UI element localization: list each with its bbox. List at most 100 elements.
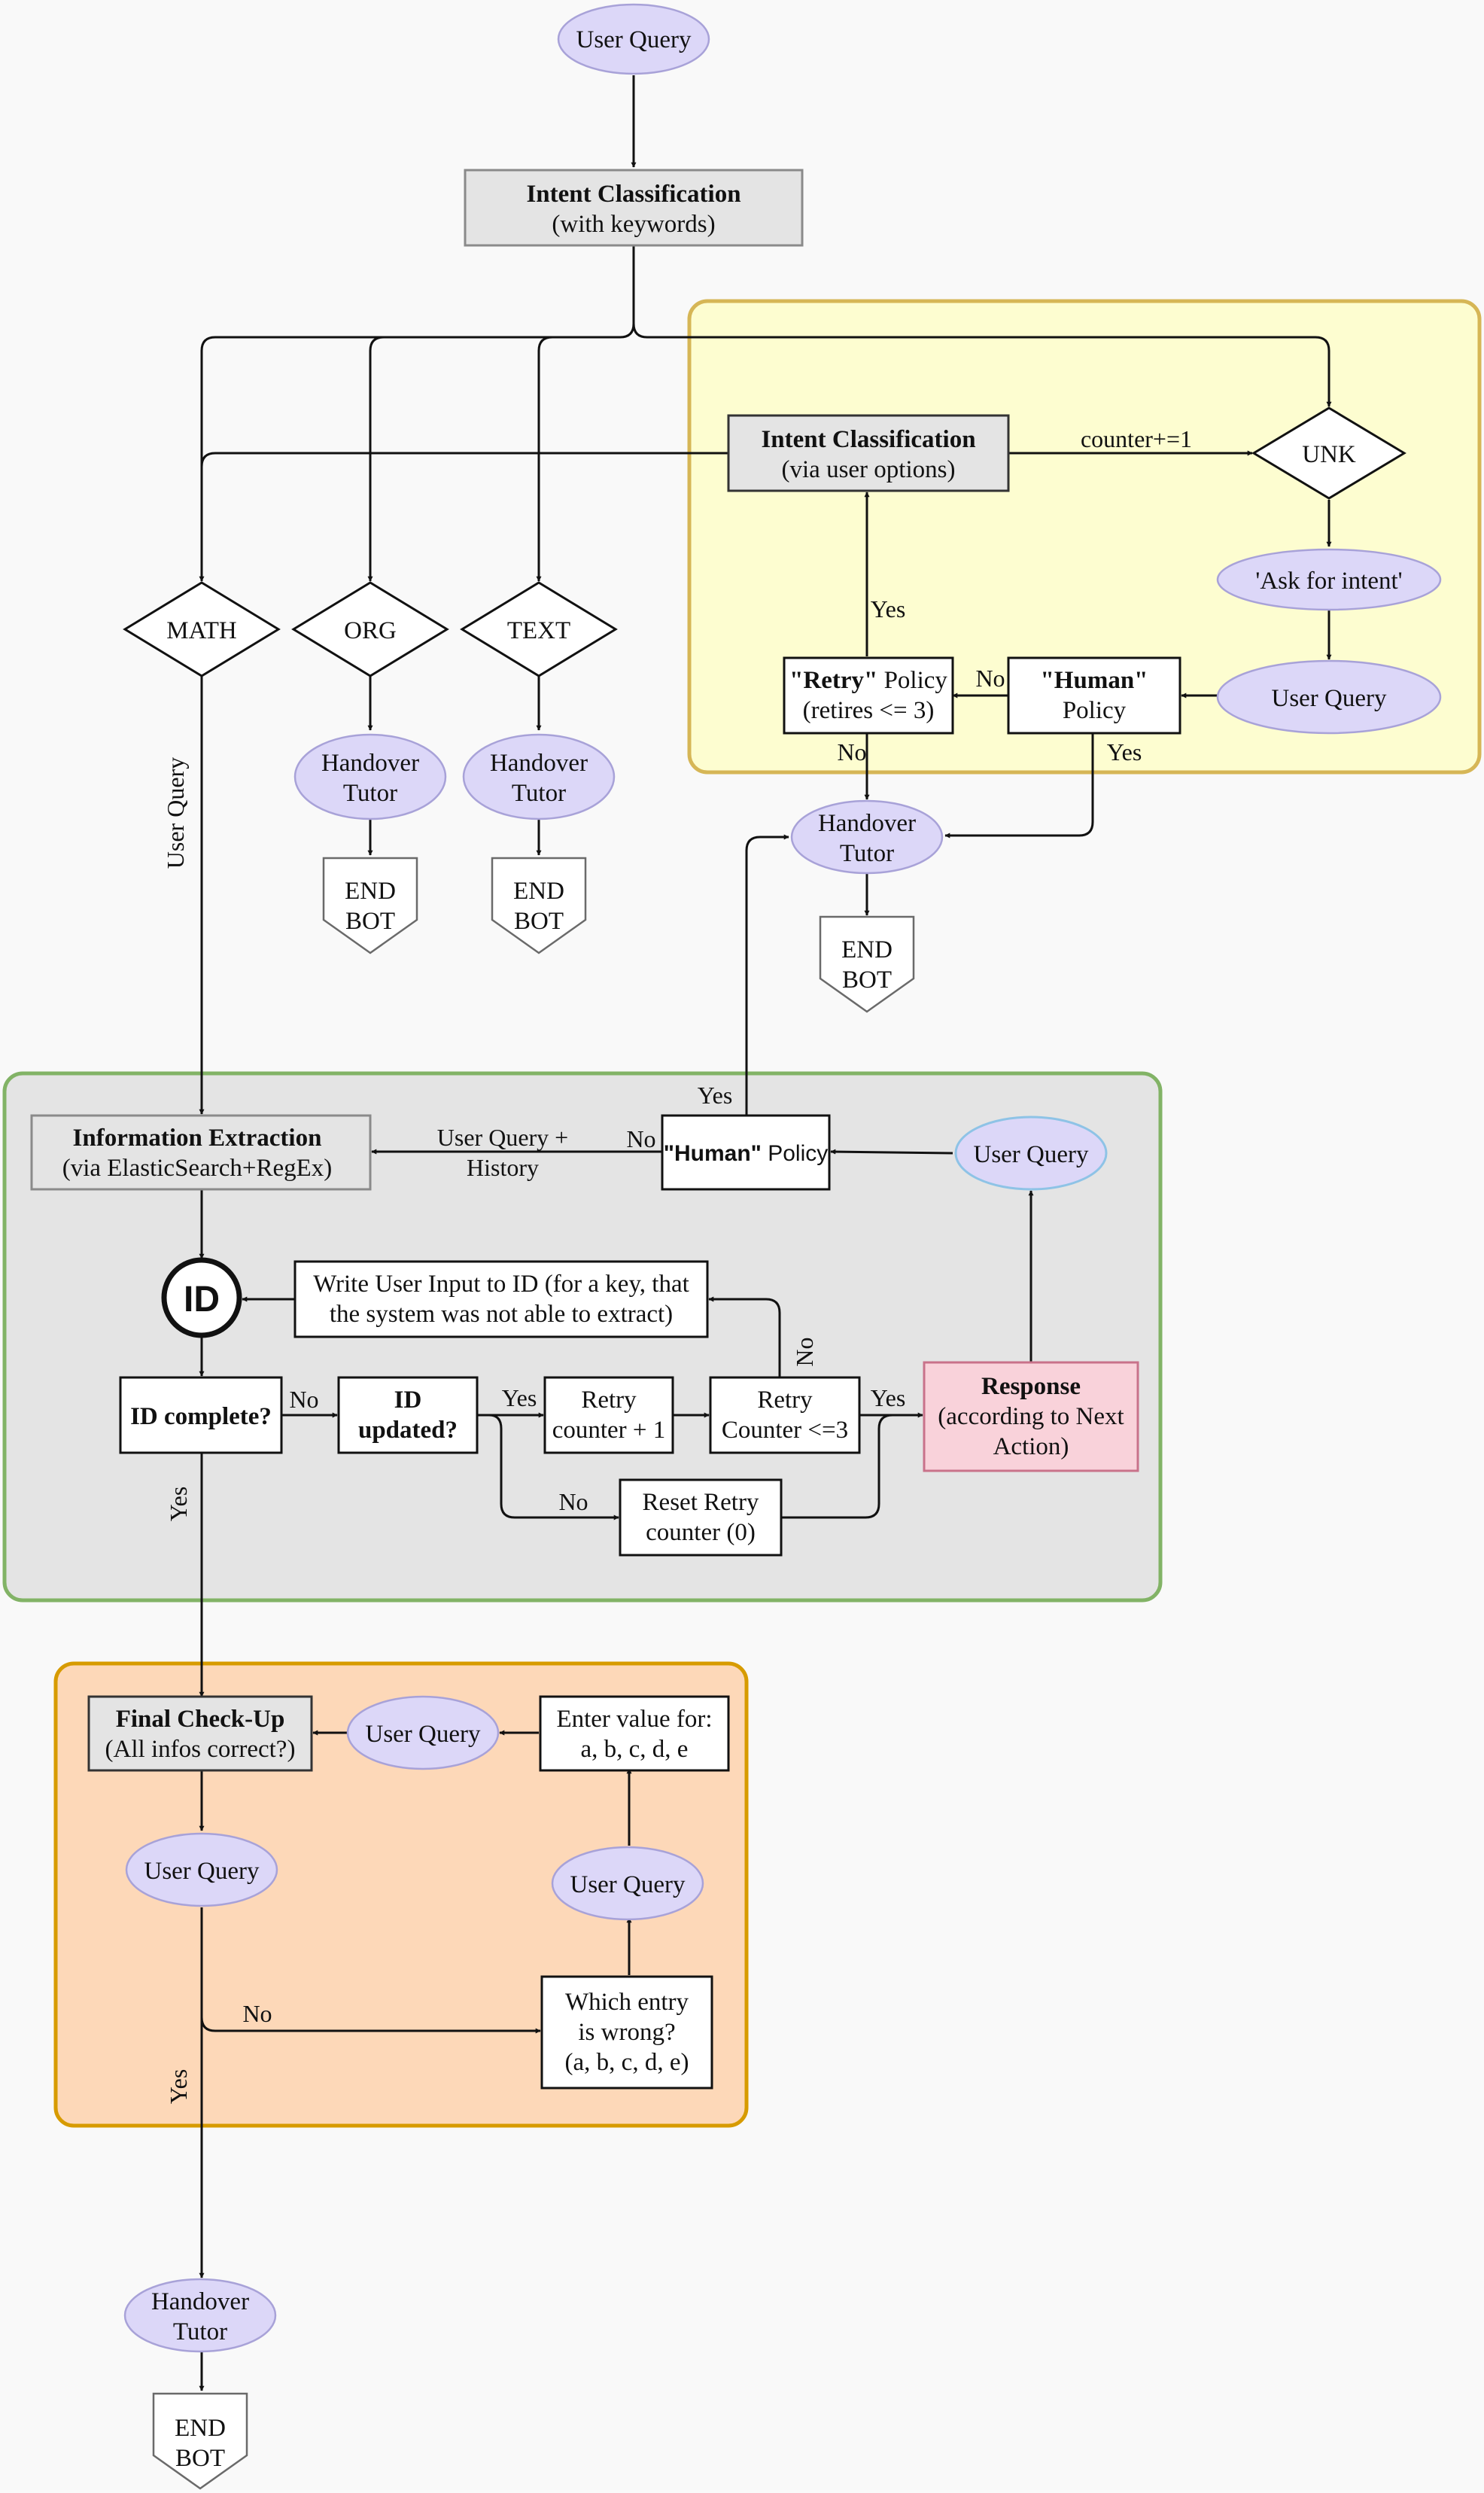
id-updated-line2: updated? (358, 1417, 458, 1444)
node-human-policy-green: "Human" Policy (661, 1114, 831, 1191)
node-math: MATH (123, 581, 281, 677)
node-handover-final: Handover Tutor (123, 2278, 277, 2353)
write-input-line1: Write User Input to ID (for a key, that (313, 1271, 689, 1298)
human-policy-green-rest: Policy (762, 1141, 828, 1166)
write-input-line2: the system was not able to extract) (330, 1301, 673, 1328)
node-which-entry: Which entry is wrong? (a, b, c, d, e) (540, 1975, 713, 2090)
response-line2: (according to Next (938, 1403, 1124, 1430)
label-user-query-plus: User Query + (437, 1124, 568, 1151)
label-no-id-complete: No (289, 1386, 318, 1413)
edge-green-human-to-handover (745, 834, 789, 1116)
label-yes-id-complete: Yes (165, 1487, 192, 1522)
handover-unk-line1: Handover (818, 810, 916, 837)
node-write-input: Write User Input to ID (for a key, that … (293, 1260, 709, 1338)
handover-text-line1: Handover (490, 750, 588, 777)
retry-counter-plus-line2: counter + 1 (552, 1417, 666, 1444)
edge-trunk-to-unk (632, 323, 1332, 407)
which-entry-line2: is wrong? (578, 2019, 675, 2046)
user-query-orange-left-label: User Query (144, 1858, 260, 1885)
math-label: MATH (166, 617, 237, 644)
handover-final-line1: Handover (151, 2288, 249, 2315)
node-user-query-top-label: User Query (576, 26, 692, 53)
handover-text-line2: Tutor (512, 780, 566, 807)
node-user-query-orange-top: User Query (346, 1695, 500, 1770)
retry-counter-le-line1: Retry (757, 1387, 813, 1414)
edge-green-query-to-human (830, 1149, 953, 1155)
org-label: ORG (344, 617, 397, 644)
user-query-green-label: User Query (973, 1141, 1089, 1168)
final-checkup-sub: (All infos correct?) (105, 1736, 296, 1763)
end-bot-final-line1: END (175, 2415, 226, 2442)
unk-label: UNK (1302, 441, 1356, 468)
node-id-updated: ID updated? (337, 1376, 479, 1454)
node-end-bot-final: END BOT (152, 2392, 248, 2490)
node-end-bot-text: END BOT (491, 857, 587, 954)
node-handover-unk: Handover Tutor (790, 799, 944, 875)
end-bot-unk-line1: END (841, 936, 893, 963)
retry-policy-line2: (retires <= 3) (803, 697, 935, 724)
end-bot-text-line2: BOT (514, 908, 564, 935)
edge-trunk-to-org (367, 336, 385, 582)
node-user-query-yellow: User Query (1216, 659, 1442, 735)
id-complete-label: ID complete? (130, 1403, 272, 1430)
node-user-query-orange-right: User Query (551, 1846, 704, 1921)
human-policy-yellow-line2: Policy (1063, 697, 1127, 724)
intent-options-title: Intent Classification (761, 426, 975, 453)
human-policy-green-label: "Human" Policy (664, 1141, 828, 1166)
label-history: History (467, 1154, 539, 1181)
text-label: TEXT (507, 617, 570, 644)
edge-retryle-to-write (708, 1296, 781, 1377)
label-yes-final: Yes (165, 2069, 192, 2105)
edge-reset-to-response (781, 1414, 893, 1519)
end-bot-org-line1: END (345, 878, 396, 905)
edges (199, 75, 1332, 2391)
retry-policy-bold: "Retry" (789, 667, 877, 694)
node-retry-policy: "Retry" Policy (retires <= 3) (783, 656, 954, 735)
node-org: ORG (291, 581, 449, 677)
node-handover-text: Handover Tutor (462, 733, 616, 820)
node-final-checkup: Final Check-Up (All infos correct?) (87, 1695, 313, 1772)
end-bot-org-line2: BOT (345, 908, 395, 935)
retry-policy-line1: "Retry" Policy (789, 667, 947, 694)
node-intent-options: Intent Classification (via user options) (727, 414, 1010, 492)
response-title: Response (981, 1373, 1081, 1400)
label-yes-human-down: Yes (1107, 738, 1142, 766)
edge-intent-trunk (199, 245, 635, 582)
label-yes-id-updated: Yes (502, 1384, 537, 1411)
node-intent-classification: Intent Classification (with keywords) (464, 169, 804, 247)
label-no-id-updated: No (558, 1488, 588, 1515)
node-retry-counter-plus: Retry counter + 1 (543, 1376, 674, 1454)
node-end-bot-org: END BOT (322, 857, 418, 954)
edge-trunk-to-text (536, 336, 553, 582)
intent-classification-title: Intent Classification (526, 181, 740, 208)
final-checkup-title: Final Check-Up (116, 1706, 285, 1733)
response-line3: Action) (993, 1433, 1069, 1460)
node-text: TEXT (460, 581, 618, 677)
node-human-policy-yellow: "Human" Policy (1007, 656, 1181, 735)
user-query-orange-top-label: User Query (365, 1721, 481, 1748)
node-unk: UNK (1251, 406, 1406, 500)
node-id-circle: ID (161, 1257, 242, 1338)
node-handover-org: Handover Tutor (293, 733, 447, 820)
reset-retry-line2: counter (0) (646, 1519, 756, 1546)
handover-org-line2: Tutor (343, 780, 397, 807)
handover-org-line1: Handover (321, 750, 419, 777)
node-response: Response (according to Next Action) (923, 1361, 1139, 1472)
ask-for-intent-label: 'Ask for intent' (1255, 568, 1402, 595)
label-yes-retry-up: Yes (871, 595, 906, 622)
id-updated-line1: ID (394, 1387, 422, 1414)
label-user-query-vertical: User Query (162, 757, 189, 869)
reset-retry-line1: Reset Retry (643, 1489, 759, 1516)
id-circle-label: ID (184, 1280, 220, 1320)
which-entry-line1: Which entry (565, 1989, 689, 2016)
handover-unk-line2: Tutor (840, 840, 894, 867)
end-bot-unk-line2: BOT (842, 966, 892, 994)
retry-counter-le-line2: Counter <=3 (722, 1417, 848, 1444)
user-query-yellow-label: User Query (1271, 685, 1387, 712)
which-entry-line3: (a, b, c, d, e) (565, 2049, 689, 2076)
label-no-retry-down: No (837, 738, 866, 766)
enter-value-line1: Enter value for: (556, 1706, 712, 1733)
label-no-human-to-retry: No (975, 665, 1005, 692)
node-user-query-green: User Query (954, 1116, 1108, 1191)
